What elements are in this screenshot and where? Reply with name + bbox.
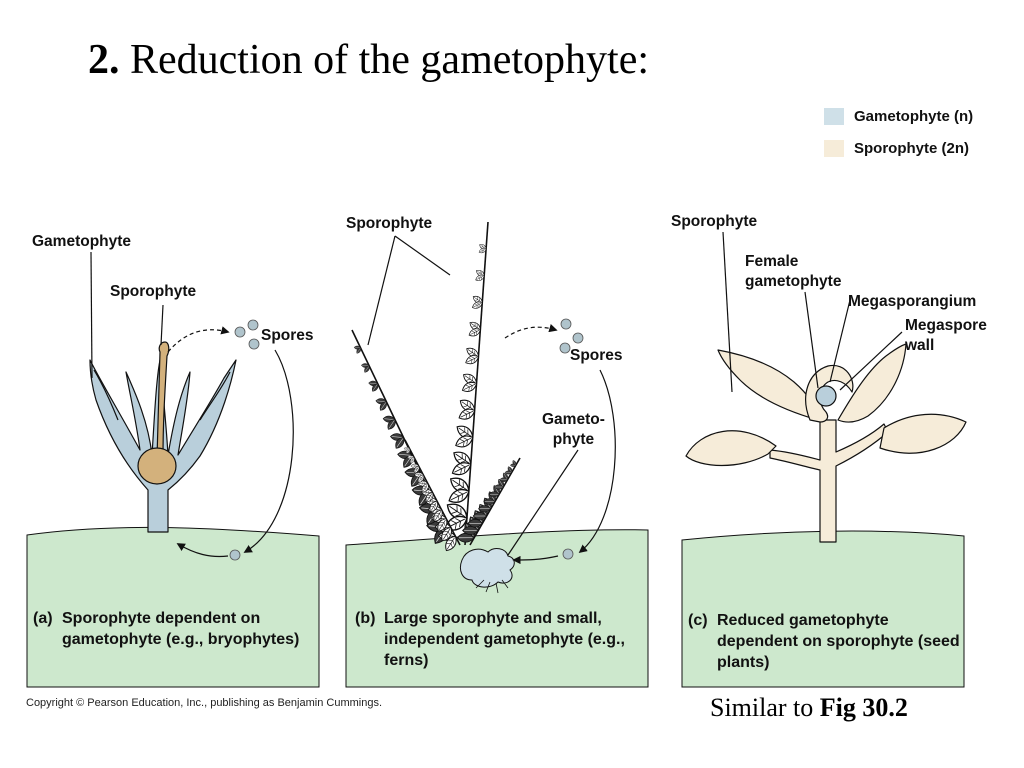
figure-reference: Similar to Fig 30.2	[710, 693, 908, 723]
ground-panel-a	[26, 526, 320, 688]
legend-label: Sporophyte (2n)	[854, 139, 969, 157]
legend-label: Gametophyte (n)	[854, 107, 974, 125]
label-gametophyte-a: Gametophyte	[32, 233, 132, 250]
fern-gametophyte	[459, 548, 515, 594]
page-title: 2. Reduction of the gametophyte:	[88, 36, 649, 84]
caption-b: (b) Large sporophyte and small, independ…	[355, 608, 645, 671]
moss-sporophyte	[137, 341, 177, 485]
legend-swatch-gametophyte	[824, 107, 844, 125]
arrows-b	[367, 235, 616, 565]
caption-text: Large sporophyte and small, independent …	[384, 610, 625, 669]
title-number: 2.	[88, 37, 120, 83]
label-spores-b: Spores	[570, 347, 623, 364]
legend: Gametophyte (n) Sporophyte (2n)	[824, 100, 973, 164]
caption-text: Reduced gametophyte dependent on sporoph…	[717, 612, 960, 671]
fern-sporophyte	[351, 221, 521, 554]
label-female-gametophyte: Female gametophyte	[745, 253, 842, 290]
caption-c: (c) Reduced gametophyte dependent on spo…	[688, 610, 963, 673]
label-sporophyte-c: Sporophyte	[671, 213, 758, 230]
caption-letter: (c)	[688, 612, 708, 629]
label-gametophyte-b: Gameto- phyte	[542, 411, 605, 448]
figure-reference-prefix: Similar to	[710, 693, 820, 722]
spores-b	[559, 318, 584, 560]
copyright-notice: Copyright © Pearson Education, Inc., pub…	[26, 697, 383, 709]
label-sporophyte-a: Sporophyte	[110, 283, 197, 300]
legend-swatch-sporophyte	[824, 139, 844, 157]
label-megasporangium: Megasporangium	[848, 293, 977, 310]
legend-item-sporophyte: Sporophyte (2n)	[824, 132, 973, 164]
figure-reference-number: Fig 30.2	[819, 693, 908, 722]
title-text: Reduction of the gametophyte:	[130, 37, 650, 83]
leaders-c	[722, 231, 903, 393]
label-sporophyte-b: Sporophyte	[346, 215, 433, 232]
caption-letter: (a)	[33, 610, 53, 627]
seed-plant-sporophyte	[685, 343, 967, 543]
ground-panel-c	[681, 530, 965, 688]
spores-a	[229, 319, 260, 561]
label-spores-a: Spores	[261, 327, 314, 344]
female-gametophyte-ball	[815, 385, 837, 407]
label-megaspore-wall: Megaspore wall	[905, 317, 987, 354]
arrows-a	[90, 251, 294, 558]
caption-a: (a) Sporophyte dependent on gametophyte …	[33, 608, 313, 650]
caption-letter: (b)	[355, 610, 376, 627]
ground-panel-b	[345, 529, 649, 688]
legend-item-gametophyte: Gametophyte (n)	[824, 100, 973, 132]
caption-text: Sporophyte dependent on gametophyte (e.g…	[62, 610, 300, 648]
